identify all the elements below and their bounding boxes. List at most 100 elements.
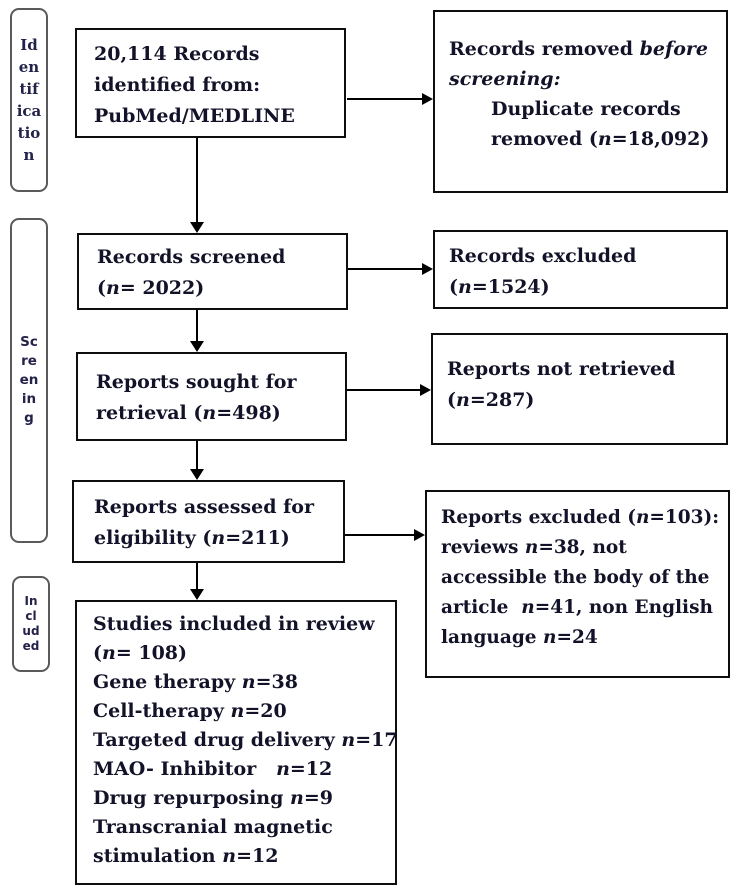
text-line: stimulation n=12	[93, 842, 391, 871]
text-run: accessible the body of the	[441, 567, 710, 588]
text-line: Records screened	[97, 242, 340, 273]
text-run-italic-n: n	[341, 729, 356, 751]
stage-label-line: ed	[22, 639, 40, 653]
text-line: screening:	[449, 64, 722, 94]
arrow-identified-to-removed-line	[347, 98, 422, 100]
box-studies-included: Studies included in review (n= 108) Gene…	[75, 600, 398, 885]
text-run-italic-n: n	[290, 787, 304, 809]
text-run: Cell-therapy	[93, 700, 231, 722]
box-reports-assessed: Reports assessed for eligibility (n=211)	[72, 480, 345, 563]
text-run: =498)	[216, 402, 281, 424]
text-run: article	[441, 597, 522, 618]
text-line: MAO- Inhibitor n=12	[93, 755, 391, 784]
text-run: (	[93, 642, 102, 664]
stage-label-line: in	[21, 391, 37, 407]
text-line: Records removed before	[449, 34, 722, 64]
text-run-italic-n: n	[597, 128, 612, 150]
text-line: reviews n=38, not	[441, 533, 724, 563]
text-run: =12	[289, 758, 333, 780]
arrow-assessed-to-reportsexcluded-head	[414, 529, 425, 541]
text-run: =103):	[649, 507, 720, 528]
text-run-italic-n: n	[102, 642, 116, 664]
text-run-italic: before	[639, 38, 708, 60]
text-line: Cell-therapy n=20	[93, 697, 391, 726]
text-run-italic-n: n	[521, 597, 535, 618]
stage-label-line: tif	[19, 80, 39, 98]
arrow-sought-to-assessed-head	[190, 469, 204, 480]
text-run: =17	[355, 729, 398, 751]
text-run: Records excluded	[449, 245, 637, 267]
text-run: Records screened	[97, 246, 286, 268]
stage-label-line: n	[23, 146, 35, 164]
box-reports-excluded: Reports excluded (n=103): reviews n=38, …	[425, 490, 730, 678]
text-run: Reports assessed for	[94, 496, 314, 518]
text-run: Transcranial magnetic	[93, 816, 333, 838]
arrow-screened-to-excluded-head	[422, 263, 433, 275]
text-run-italic-n: n	[241, 671, 256, 693]
text-line: Reports sought for	[96, 367, 339, 398]
arrow-sought-to-assessed-line	[196, 441, 198, 469]
stage-label-included: In cl ud ed	[12, 576, 50, 672]
text-run: Gene therapy	[93, 671, 242, 693]
text-run: (	[447, 389, 456, 411]
text-run-italic-n: n	[211, 527, 226, 549]
stage-label-line: re	[21, 353, 37, 369]
text-run: =38, not	[538, 537, 627, 558]
text-line: Transcranial magnetic	[93, 813, 391, 842]
text-run-italic-n: n	[456, 389, 470, 411]
text-run: =41, non English	[534, 597, 713, 618]
text-line: eligibility (n=211)	[94, 523, 337, 554]
text-line: accessible the body of the	[441, 563, 724, 593]
box-records-identified: 20,114 Records identified from: PubMed/M…	[75, 28, 346, 138]
text-run-italic-n: n	[635, 507, 650, 528]
text-run-italic-n: n	[524, 537, 539, 558]
arrow-screened-to-sought-line	[196, 310, 198, 341]
arrow-identified-to-screened-line	[196, 138, 198, 222]
text-line: Reports excluded (n=103):	[441, 503, 724, 533]
text-run: identified from:	[94, 74, 261, 96]
text-run: =38	[255, 671, 298, 693]
stage-label-line: en	[18, 58, 40, 76]
arrow-assessed-to-included-head	[190, 589, 204, 600]
text-line: (n= 2022)	[97, 273, 340, 304]
stage-label-screening: Sc re en in g	[10, 218, 48, 543]
text-run: Studies included in review	[93, 613, 375, 635]
stage-label-line: tio	[17, 124, 41, 142]
text-run-italic-n: n	[458, 276, 472, 298]
stage-label-identification: Id en tif ica tio n	[10, 8, 48, 192]
text-run: =9	[303, 787, 333, 809]
text-line: retrieval (n=498)	[96, 398, 339, 429]
text-line: language n=24	[441, 623, 724, 653]
text-line: Targeted drug delivery n=17	[93, 726, 398, 755]
text-line: Drug repurposing n=9	[93, 784, 391, 813]
text-run-italic: screening:	[449, 68, 561, 90]
stage-label-line: g	[24, 410, 34, 426]
text-run: =287)	[469, 389, 535, 411]
stage-label-line: en	[19, 372, 39, 388]
text-run: MAO- Inhibitor	[93, 758, 277, 780]
text-run: Reports not retrieved	[447, 358, 676, 380]
text-line: removed (n=18,092)	[449, 124, 722, 154]
stage-label-line: ud	[22, 624, 40, 638]
stage-label-line: Sc	[20, 334, 38, 350]
arrow-assessed-to-included-line	[196, 563, 198, 589]
arrow-screened-to-sought-head	[190, 341, 204, 352]
text-run: Reports sought for	[96, 371, 297, 393]
text-run: Targeted drug delivery	[93, 729, 342, 751]
text-run: PubMed/MEDLINE	[94, 105, 295, 127]
text-line: (n=287)	[447, 385, 722, 416]
arrow-sought-to-notretrieved-line	[347, 389, 420, 391]
text-line: identified from:	[94, 70, 338, 101]
text-run: removed (	[491, 128, 598, 150]
text-run: eligibility (	[94, 527, 212, 549]
box-records-removed-before-screening: Records removed before screening: Duplic…	[433, 10, 728, 193]
text-run: =1524)	[471, 276, 550, 298]
text-line: Records excluded	[449, 241, 722, 272]
arrow-identified-to-removed-head	[422, 93, 433, 105]
text-run: Drug repurposing	[93, 787, 290, 809]
text-run: =24	[556, 627, 598, 648]
text-run: =18,092)	[611, 128, 710, 150]
arrow-screened-to-excluded-line	[348, 268, 422, 270]
text-run-italic-n: n	[543, 627, 557, 648]
